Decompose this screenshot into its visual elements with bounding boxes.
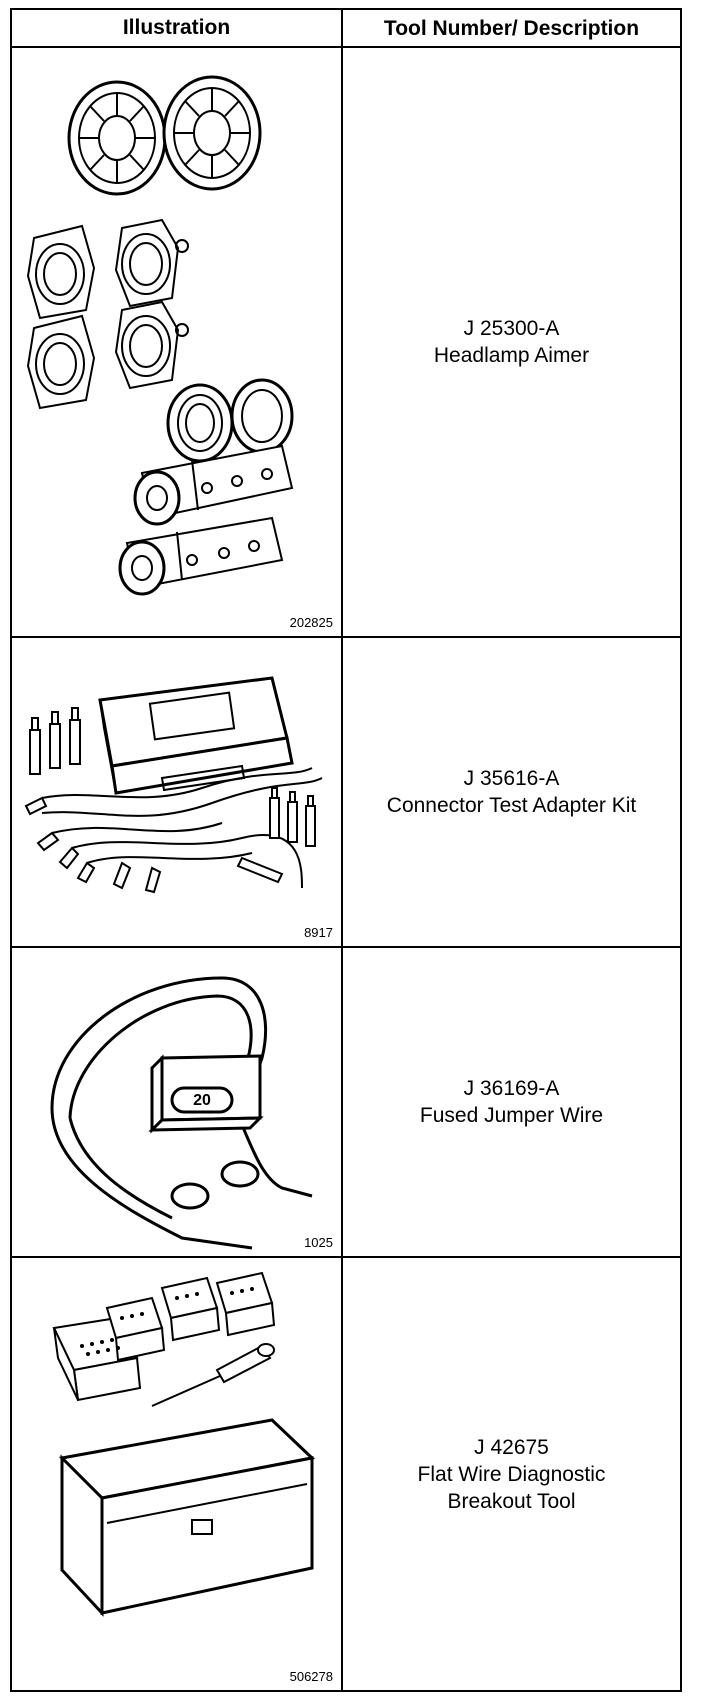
breakout-tool-icon (12, 1258, 341, 1688)
header-description: Tool Number/ Description (383, 16, 640, 40)
table-row: 8917 J 35616-A Connector Test Adapter Ki… (12, 638, 680, 948)
tool-description: Connector Test Adapter Kit (386, 794, 637, 817)
figure-number: 1025 (304, 1235, 333, 1250)
tool-number: J 25300-A (463, 317, 560, 340)
tool-number: J 42675 (474, 1435, 549, 1459)
test-adapter-kit-icon (12, 638, 341, 946)
tool-description: Headlamp Aimer (433, 344, 590, 367)
jumper-wire-icon (12, 948, 341, 1256)
illustration-cell: 8917 (12, 638, 343, 946)
headlamp-aimer-icon (12, 48, 341, 636)
tool-description-line-1: Flat Wire Diagnostic (417, 1462, 606, 1486)
table-header-row: Illustration Tool Number/ Description (12, 10, 680, 48)
table-row: 506278 J 42675 Flat Wire Diagnostic Brea… (12, 1258, 680, 1690)
description-cell: J 42675 Flat Wire Diagnostic Breakout To… (343, 1258, 680, 1690)
header-illustration: Illustration (12, 10, 343, 46)
figure-number: 8917 (304, 925, 333, 940)
figure-number: 202825 (289, 615, 333, 630)
illustration-cell: 20 1025 (12, 948, 343, 1256)
tool-number: J 35616-A (463, 767, 560, 790)
fuse-label: 20 (193, 1092, 211, 1109)
tool-number: J 36169-A (463, 1077, 560, 1100)
description-cell: J 36169-A Fused Jumper Wire (343, 948, 680, 1256)
description-cell: J 35616-A Connector Test Adapter Kit (343, 638, 680, 946)
illustration-cell: 202825 (12, 48, 343, 636)
table-row: 202825 J 25300-A Headlamp Aimer (12, 48, 680, 638)
table-row: 20 1025 J 36169-A Fused Jumper Wire (12, 948, 680, 1258)
tool-description: Fused Jumper Wire (419, 1104, 604, 1127)
description-cell: J 25300-A Headlamp Aimer (343, 48, 680, 636)
illustration-cell: 506278 (12, 1258, 343, 1690)
figure-number: 506278 (289, 1669, 333, 1684)
tools-table: Illustration Tool Number/ Description (10, 8, 682, 1692)
tool-description-line-2: Breakout Tool (447, 1489, 576, 1513)
